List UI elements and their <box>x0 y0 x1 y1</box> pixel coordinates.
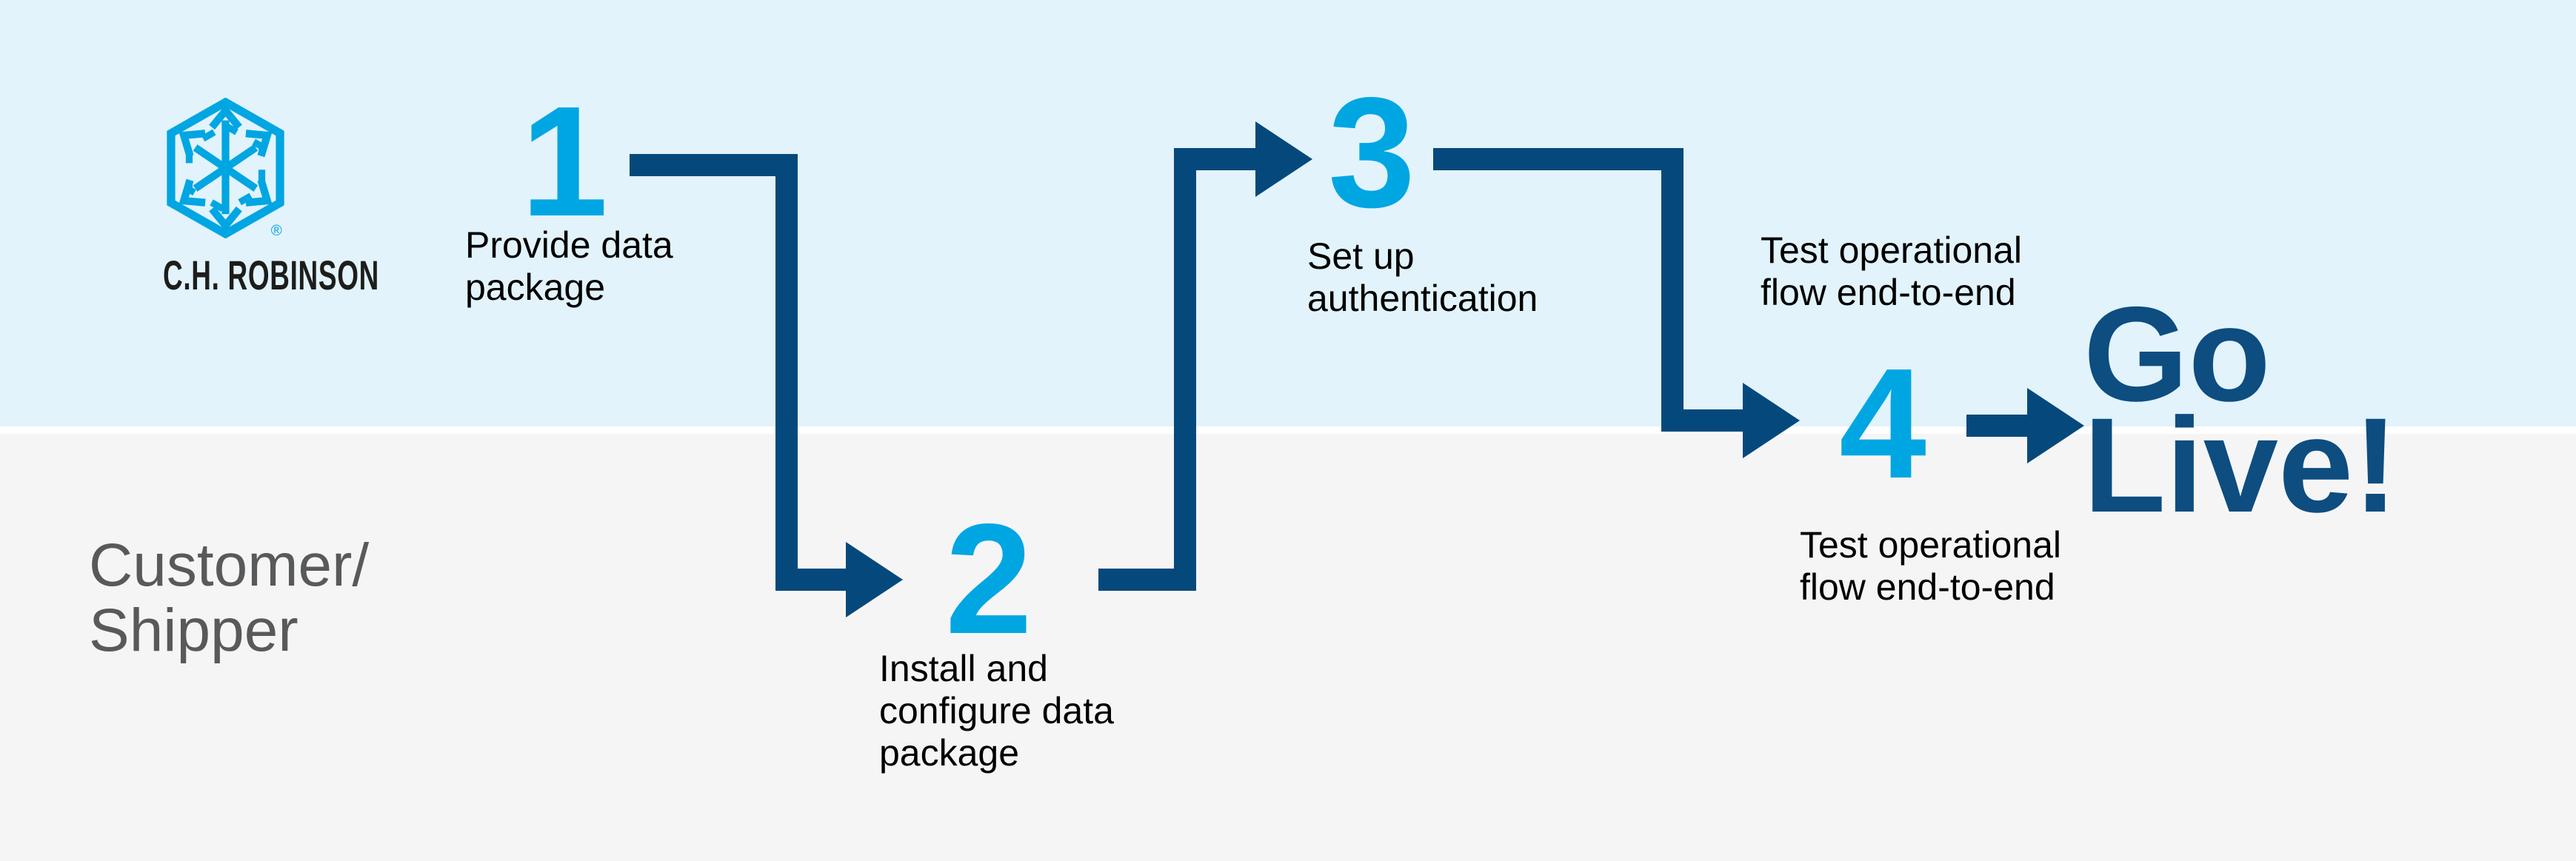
step-2-label: Install and configure data package <box>879 648 1114 774</box>
lane-divider <box>0 426 2576 434</box>
lane-band-bottom <box>0 434 2576 861</box>
step-4-label-above: Test operational flow end-to-end <box>1761 230 2023 313</box>
lane-label-customer-shipper: Customer/ Shipper <box>89 532 370 664</box>
arrowhead-right-icon <box>1255 121 1312 197</box>
arrow-segment <box>630 154 798 176</box>
arrow-segment <box>1174 148 1255 170</box>
chr-hexagon-cube-arrows-icon: ® <box>167 98 284 238</box>
step-3-number: 3 <box>1328 64 1415 240</box>
arrow-segment <box>775 569 846 591</box>
registered-trademark-symbol: ® <box>271 223 282 238</box>
arrow-segment <box>1966 415 2029 437</box>
arrowhead-right-icon <box>846 542 903 617</box>
arrowhead-right-icon <box>2027 388 2084 463</box>
arrow-segment <box>1433 148 1684 170</box>
step-4-label-below: Test operational flow end-to-end <box>1800 524 2062 608</box>
step-4-number: 4 <box>1839 335 1926 511</box>
arrow-segment <box>1661 409 1743 432</box>
arrow-segment <box>1661 148 1684 432</box>
go-live-text: Go Live! <box>2083 278 2398 540</box>
lane-band-top <box>0 0 2576 426</box>
step-2-number: 2 <box>945 491 1032 666</box>
arrow-segment <box>775 154 798 591</box>
arrow-segment <box>1174 148 1196 591</box>
step-1-number: 1 <box>521 73 608 249</box>
step-3-label: Set up authentication <box>1307 235 1538 319</box>
step-1-label: Provide data package <box>465 224 673 308</box>
arrowhead-right-icon <box>1743 383 1800 458</box>
chr-wordmark: C.H. ROBINSON <box>163 252 379 298</box>
